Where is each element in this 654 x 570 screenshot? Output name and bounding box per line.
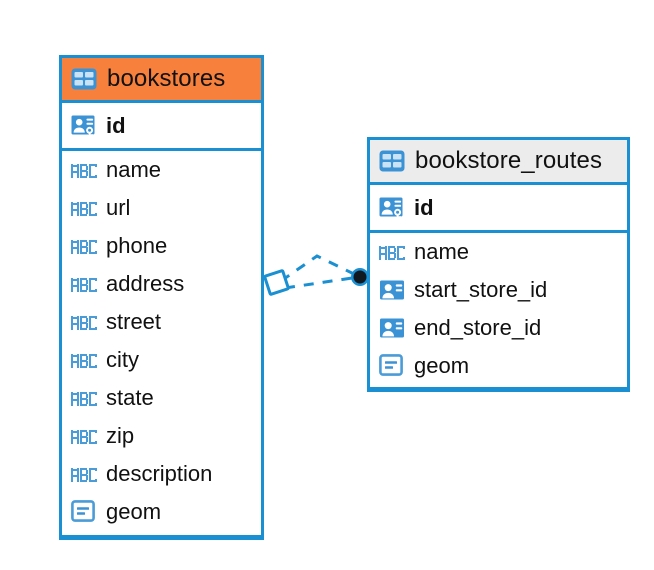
- field-label: url: [106, 195, 131, 220]
- field-row-city[interactable]: city: [62, 341, 261, 379]
- abc-text-icon: [71, 428, 97, 444]
- entity-table-bookstore-routes[interactable]: bookstore_routes id: [367, 137, 630, 392]
- field-label: geom: [414, 353, 470, 378]
- entity-header-bookstores[interactable]: bookstores: [62, 58, 261, 103]
- field-label: id: [414, 194, 434, 220]
- field-label: geom: [106, 499, 162, 524]
- field-row-name[interactable]: name: [370, 233, 627, 271]
- field-row-address[interactable]: address: [62, 265, 261, 303]
- field-row-geom[interactable]: geom: [370, 347, 627, 385]
- field-row-start-store-id[interactable]: start_store_id: [370, 271, 627, 309]
- field-label: zip: [106, 423, 135, 448]
- field-list-bookstores: name url: [62, 151, 261, 535]
- abc-text-icon: [71, 162, 97, 178]
- entity-table-bookstores[interactable]: bookstores id: [59, 55, 264, 540]
- geometry-icon: [71, 500, 97, 524]
- field-row-end-store-id[interactable]: end_store_id: [370, 309, 627, 347]
- field-row-street[interactable]: street: [62, 303, 261, 341]
- abc-text-icon: [71, 466, 97, 482]
- field-row-state[interactable]: state: [62, 379, 261, 417]
- field-label: city: [106, 347, 139, 372]
- abc-text-icon: [71, 314, 97, 330]
- relationship-line-straight: [284, 276, 353, 290]
- field-label: description: [106, 461, 213, 486]
- field-row-id[interactable]: id: [370, 185, 627, 233]
- field-label: name: [106, 157, 162, 182]
- field-row-name[interactable]: name: [62, 151, 261, 189]
- field-label: phone: [106, 233, 168, 258]
- abc-text-icon: [71, 200, 97, 216]
- primary-key-icon: [71, 113, 97, 139]
- foreign-key-icon: [379, 277, 405, 303]
- table-icon: [379, 150, 405, 172]
- relationship-line-arc: [280, 254, 355, 283]
- abc-text-icon: [71, 238, 97, 254]
- entity-header-bookstore-routes[interactable]: bookstore_routes: [370, 140, 627, 185]
- primary-key-icon: [379, 195, 405, 221]
- field-label: state: [106, 385, 154, 410]
- field-row-phone[interactable]: phone: [62, 227, 261, 265]
- field-label: street: [106, 309, 162, 334]
- field-label: id: [106, 112, 126, 138]
- field-label: address: [106, 271, 185, 296]
- abc-text-icon: [71, 352, 97, 368]
- geometry-icon: [379, 354, 405, 378]
- table-icon: [71, 68, 97, 90]
- entity-title: bookstores: [107, 65, 226, 92]
- abc-text-icon: [71, 276, 97, 292]
- field-label: name: [414, 239, 470, 264]
- field-row-geom[interactable]: geom: [62, 493, 261, 531]
- field-label: end_store_id: [414, 315, 542, 340]
- foreign-key-icon: [379, 315, 405, 341]
- field-label: start_store_id: [414, 277, 548, 302]
- field-row-description[interactable]: description: [62, 455, 261, 493]
- relationship-source-handle[interactable]: [263, 269, 290, 296]
- field-row-zip[interactable]: zip: [62, 417, 261, 455]
- field-row-id[interactable]: id: [62, 103, 261, 151]
- field-row-url[interactable]: url: [62, 189, 261, 227]
- abc-text-icon: [379, 244, 405, 260]
- field-list-bookstore-routes: name start_store_id: [370, 233, 627, 387]
- entity-title: bookstore_routes: [415, 147, 603, 174]
- abc-text-icon: [71, 390, 97, 406]
